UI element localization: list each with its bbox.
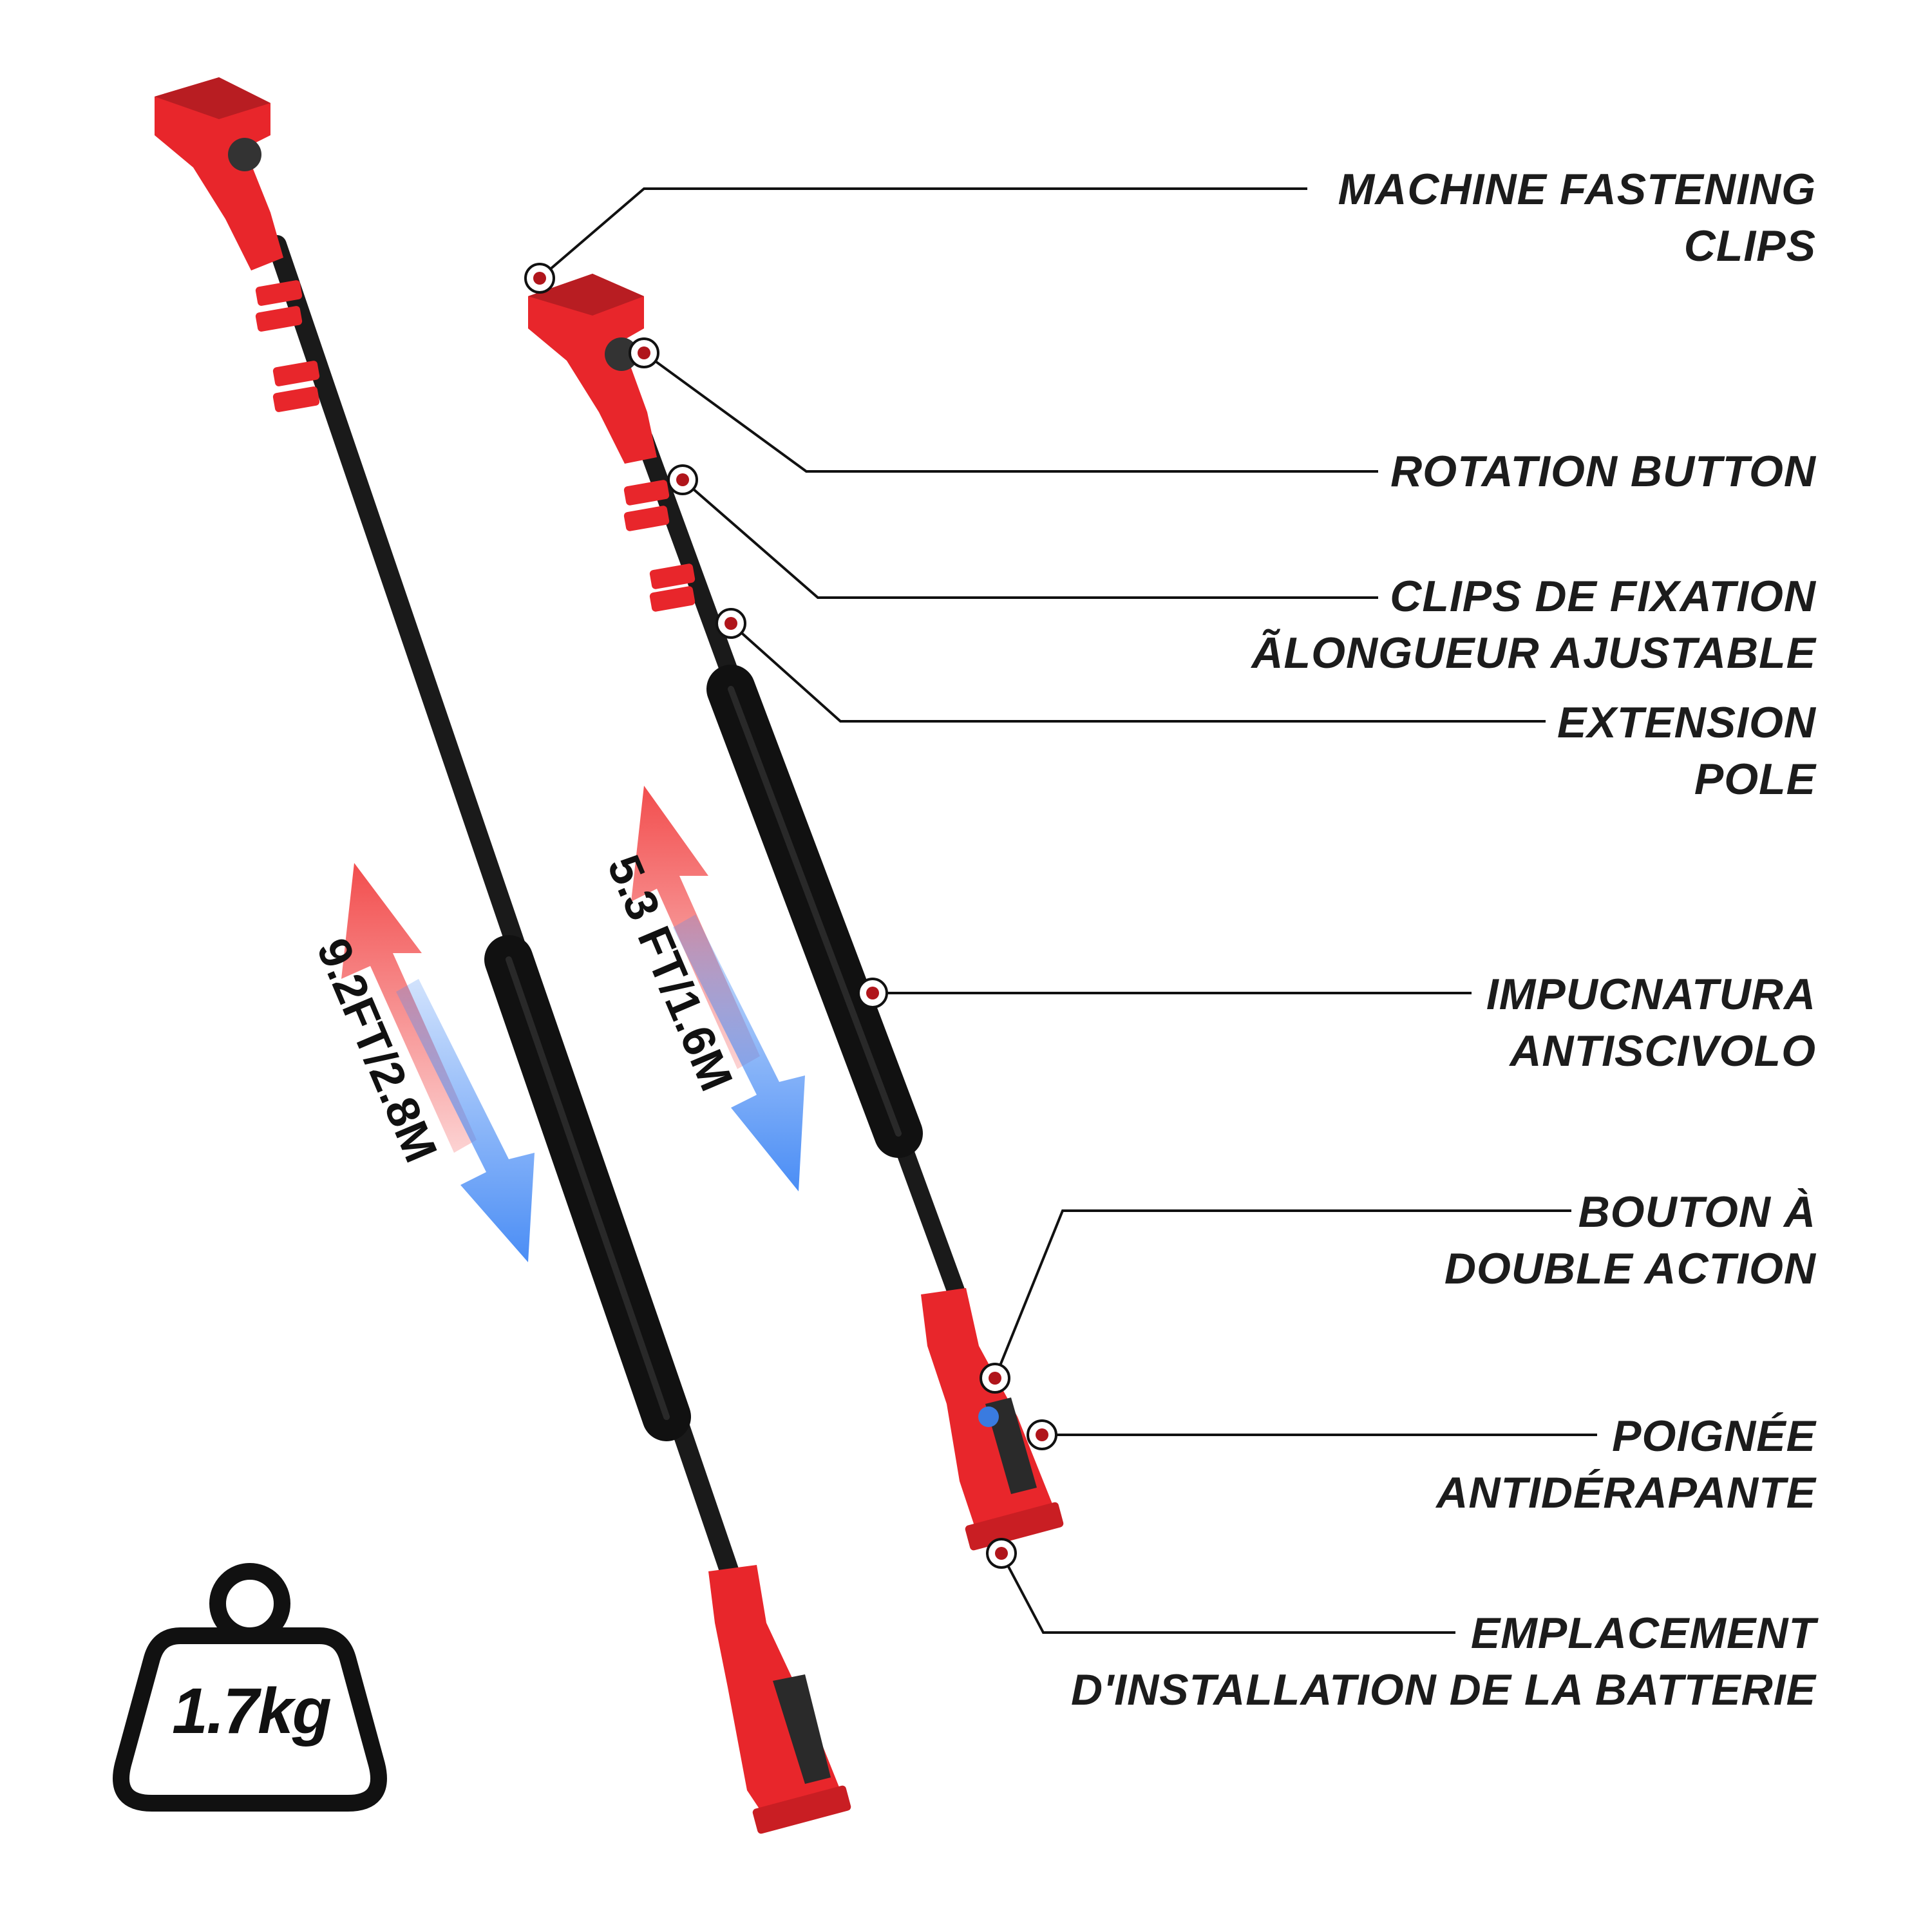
leader-extension-pole [730,622,1546,723]
marker-adjust-clips [667,464,698,495]
marker-battery-slot [986,1538,1017,1569]
marker-anti-slip-grip [857,978,888,1009]
retracted-tool-head [528,274,657,464]
callout-machine-fastening-clips: MACHINE FASTENING CLIPS [1338,165,1816,270]
leader-battery-slot [1000,1553,1455,1634]
retracted-handle [921,1288,1064,1551]
extended-tool [155,77,851,1834]
leader-lines [538,187,1597,1634]
retracted-tool [528,274,1064,1551]
leader-dual-action-button [994,1209,1571,1379]
marker-extension-pole [715,608,746,639]
retracted-length-arrow [631,786,805,1191]
callout-battery-slot: EMPLACEMENT D'INSTALLATION DE LA BATTERI… [1070,1609,1816,1714]
weight-icon [113,1563,387,1812]
marker-anti-slip-handle [1027,1419,1057,1450]
retracted-adjust-clip [649,564,696,612]
callout-dual-action-button: BOUTON À DOUBLE ACTION [1444,1188,1816,1293]
callout-extension-pole: EXTENSION POLE [1557,698,1816,804]
arrow-down-blue [396,979,535,1262]
leader-rotation-button [643,352,1378,473]
callout-anti-slip-handle: POIGNÉE ANTIDÉRAPANTE [1436,1412,1816,1517]
extended-adjust-clip [255,280,303,332]
marker-dots [524,263,1057,1569]
marker-dual-action-button [980,1363,1010,1394]
extended-adjust-clip [272,361,320,412]
marker-fastening-clips [524,263,555,294]
weight-value: 1.7kg [172,1675,332,1747]
retracted-adjust-clip [623,480,670,531]
callout-rotation-button: ROTATION BUTTON [1390,447,1816,496]
marker-rotation-button [629,337,659,368]
leader-adjust-clips [681,478,1378,599]
extended-handle [708,1565,851,1834]
leader-fastening-clips [538,187,1307,279]
extended-length-arrow [341,863,535,1262]
extended-tool-head [155,77,283,270]
arrow-down-blue [673,914,805,1191]
callout-adjustable-length-clips: CLIPS DE FIXATION ÃLONGUEUR AJUSTABLE [1251,572,1816,677]
callout-anti-slip-grip: IMPUCNATURA ANTISCIVOLO [1486,970,1816,1075]
